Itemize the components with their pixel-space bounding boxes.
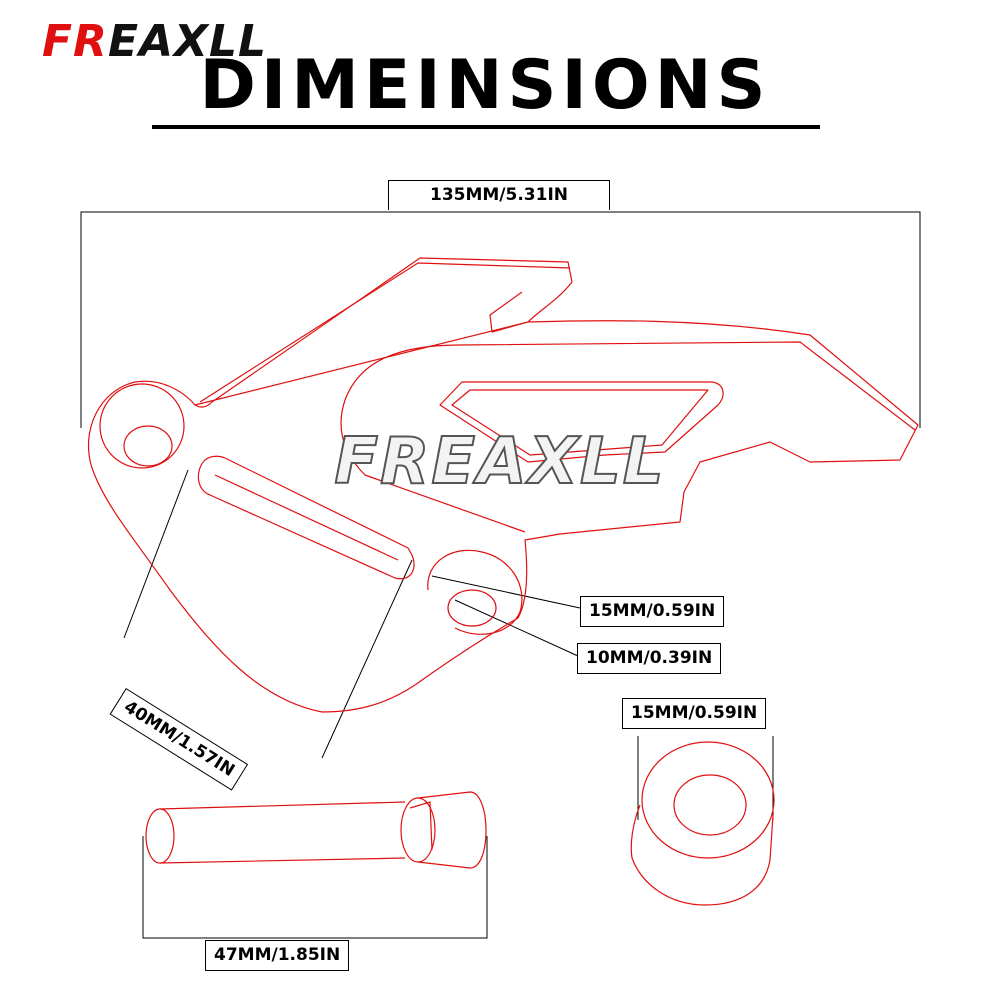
total-width-label: 135MM/5.31IN	[388, 180, 610, 210]
spacer-drawing	[630, 741, 775, 906]
bracket-outline	[87, 257, 919, 713]
page-title: DIMEINSIONS	[199, 46, 771, 125]
spacer-diameter-label: 15MM/0.59IN	[622, 698, 767, 729]
left-hole-outer	[99, 383, 185, 469]
bracket-arm-inner-edge	[344, 341, 916, 431]
brand-logo-red: FR	[42, 16, 108, 67]
lower-hole-inner	[447, 589, 497, 627]
bolt-length-label: 47MM/1.85IN	[205, 940, 350, 971]
slot-cutout	[197, 455, 415, 580]
bolt-head-body	[417, 791, 487, 869]
hole-outer-label: 15MM/0.59IN	[580, 596, 725, 627]
bolt-shaft-end	[145, 808, 175, 864]
bolt-drawing	[145, 791, 487, 869]
bolt-dimension-bracket	[142, 836, 488, 939]
brand-logo-black: EAXLL	[107, 16, 268, 67]
bolt-shaft	[159, 801, 406, 864]
left-hole-inner	[123, 425, 173, 467]
bracket-lower-edge	[340, 399, 526, 533]
width-dimension-bracket	[80, 211, 921, 428]
hole-inner-label: 10MM/0.39IN	[577, 643, 722, 674]
triangular-cutout	[439, 381, 724, 463]
spacer-inner-hole	[673, 774, 747, 836]
triangular-cutout-inner	[451, 389, 709, 456]
brand-logo: FREAXLL	[42, 20, 267, 64]
bracket-arm-offset-line	[199, 262, 571, 403]
bracket-main-body	[87, 257, 919, 713]
hole-leader-lines	[431, 575, 581, 657]
title-underline	[152, 125, 820, 129]
dimension-lines	[80, 211, 921, 939]
watermark-text: FREAXLL	[333, 425, 666, 499]
slot-extension-lines	[123, 469, 413, 759]
spacer-side-wall	[630, 804, 774, 906]
slot-inner-line	[214, 474, 399, 561]
spacer-top-face	[641, 741, 775, 859]
bolt-head-hex-socket	[409, 801, 433, 851]
spacer-extension-lines	[637, 736, 774, 820]
lower-hole-outer	[427, 549, 523, 635]
